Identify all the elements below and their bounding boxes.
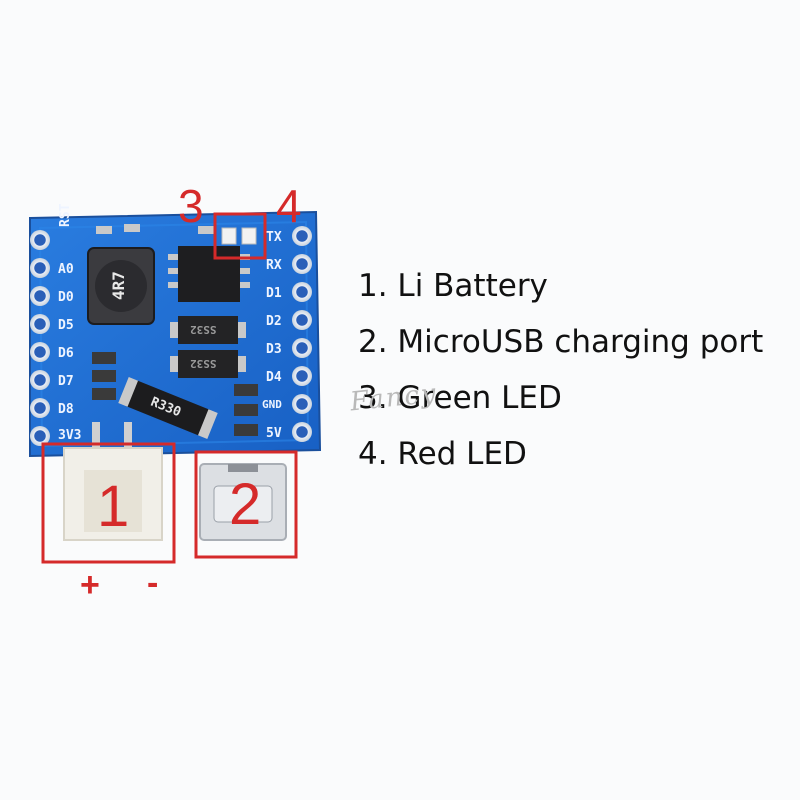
callout-number-1: 1 — [97, 474, 130, 539]
legend-item-usb: 2. MicroUSB charging port — [358, 324, 764, 360]
polarity-minus: - — [147, 564, 159, 602]
left-pin-header — [30, 230, 50, 446]
pin-label-5v: 5V — [266, 426, 282, 441]
callout-number-2: 2 — [229, 472, 262, 537]
pin-label-rx: RX — [266, 258, 282, 273]
pin-label-tx: TX — [266, 230, 282, 245]
pin-label-d5: D5 — [58, 318, 74, 333]
legend-item-green-led: 3. Green LED — [358, 380, 562, 416]
micro-usb-port — [199, 463, 287, 541]
pin-label-d2: D2 — [266, 314, 282, 329]
inductor — [87, 247, 155, 325]
polarity-plus: + — [80, 566, 100, 604]
diode-marking-2: SS32 — [190, 357, 217, 370]
pin-label-rst: RST — [58, 203, 73, 227]
pin-label-d3: D3 — [266, 342, 282, 357]
callout-number-4: 4 — [276, 180, 302, 232]
right-pin-header — [292, 226, 312, 442]
diode-marking-1: SS32 — [190, 323, 217, 336]
leds — [221, 227, 257, 245]
legend-item-battery: 1. Li Battery — [358, 268, 548, 304]
pin-label-d4: D4 — [266, 370, 282, 385]
pin-label-3v3: 3V3 — [58, 428, 82, 443]
pin-label-a0: A0 — [58, 262, 74, 277]
callout-box-leds — [213, 212, 267, 260]
pin-label-d8: D8 — [58, 402, 74, 417]
ic-chip — [168, 246, 250, 302]
pin-label-d1: D1 — [266, 286, 282, 301]
smd-components — [92, 224, 258, 436]
battery-connector — [63, 422, 163, 541]
legend: 1. Li Battery 2. MicroUSB charging port … — [358, 258, 763, 482]
shunt-resistor — [118, 377, 218, 439]
callout-box-1 — [41, 442, 176, 564]
pin-label-d7: D7 — [58, 374, 74, 389]
pin-label-d0: D0 — [58, 290, 74, 305]
pin-label-gnd: GND — [262, 398, 282, 411]
legend-item-red-led: 4. Red LED — [358, 436, 527, 472]
inductor-marking: 4R7 — [108, 271, 128, 300]
callout-box-2 — [194, 450, 298, 559]
diode-2 — [170, 350, 246, 378]
diode-1 — [170, 316, 246, 344]
callout-number-3: 3 — [178, 180, 204, 232]
pin-label-d6: D6 — [58, 346, 74, 361]
